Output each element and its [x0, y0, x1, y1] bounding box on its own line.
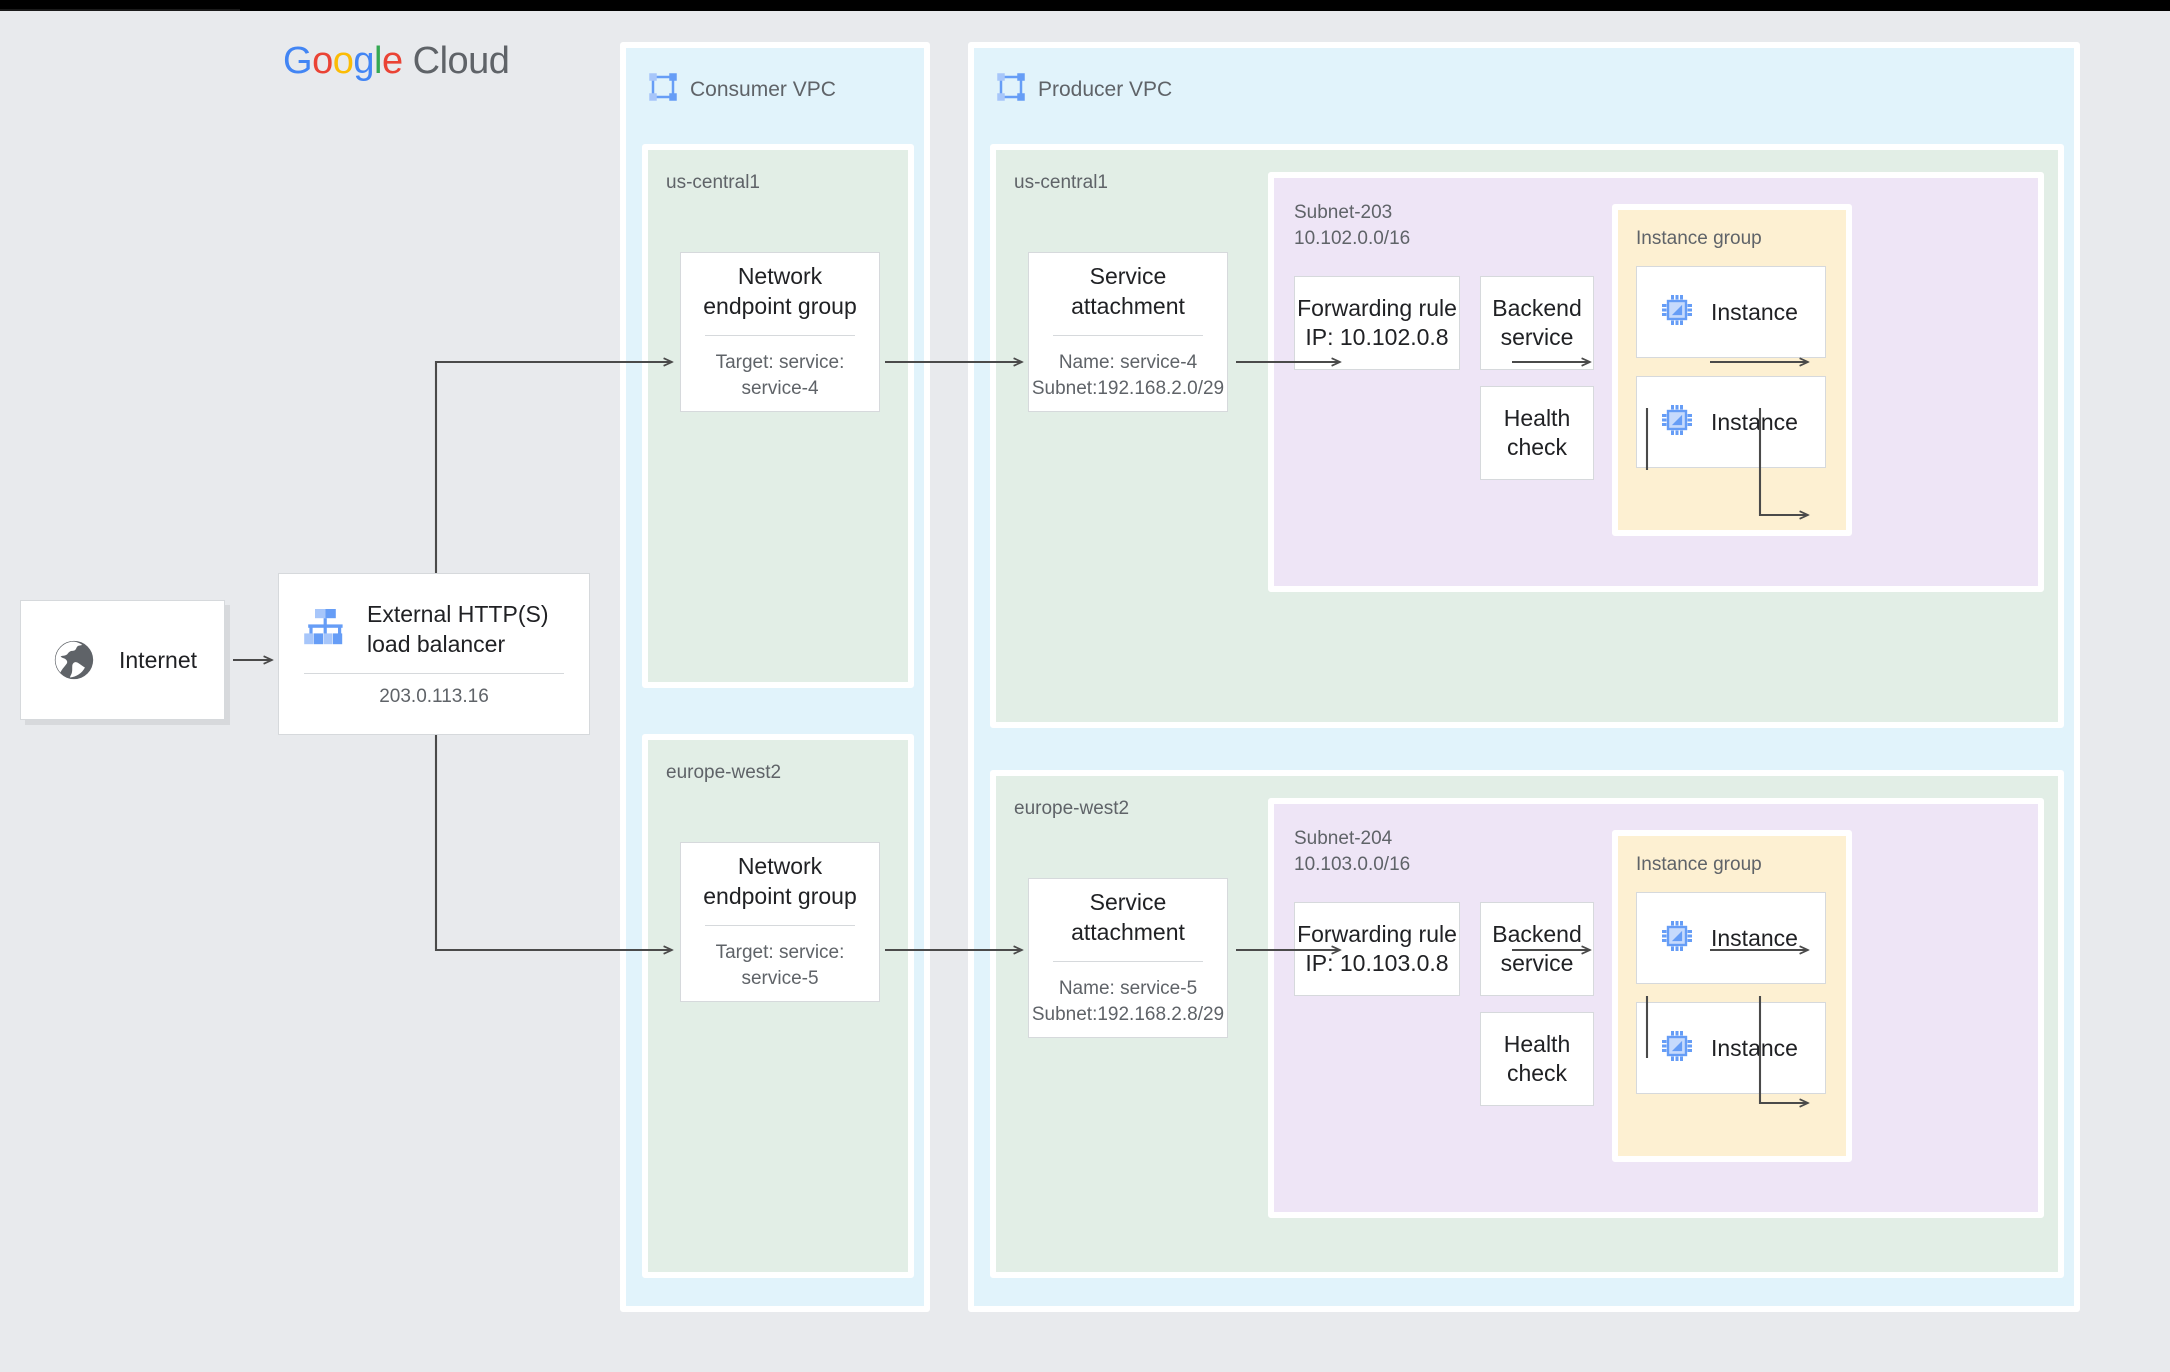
instance-2-label-europe-west2: Instance: [1711, 1034, 1798, 1061]
neg-title-europe-west2: Network endpoint group: [703, 853, 857, 909]
load-balancer-header: External HTTP(S) load balancer: [279, 600, 589, 659]
logo-letter-l: l: [373, 40, 382, 82]
vpc-icon: [996, 72, 1026, 107]
backend-service-us-central1[interactable]: Backend service: [1480, 276, 1594, 370]
logo-letter-g2: g: [353, 40, 374, 82]
consumer-region-europe-west2-label: europe-west2: [666, 762, 782, 783]
instance-group-label-europe-west2: Instance group: [1636, 854, 1762, 875]
producer-vpc-header: Producer VPC: [996, 72, 1172, 107]
consumer-region-europe-west2: europe-west2 Network endpoint group Targ…: [642, 734, 914, 1278]
producer-region-europe-west2-label: europe-west2: [1014, 798, 1130, 819]
health-check-title-europe-west2: Health check: [1503, 1030, 1571, 1086]
subnet-204-label: Subnet-204 10.103.0.0/16: [1294, 828, 1411, 875]
instance-1-label-us-central1: Instance: [1711, 298, 1798, 325]
service-attachment-divider-europe-west2: [1052, 961, 1204, 963]
health-check-us-central1[interactable]: Health check: [1480, 386, 1594, 480]
neg-title-us-central1: Network endpoint group: [703, 263, 857, 319]
instance-group-label-us-central1: Instance group: [1636, 228, 1762, 249]
forwarding-rule-title-europe-west2: Forwarding rule IP: 10.103.0.8: [1297, 920, 1457, 976]
service-attachment-sub-europe-west2: Name: service-5 Subnet:192.168.2.8/29: [1031, 978, 1225, 1025]
instance-2-us-central1[interactable]: Instance: [1636, 376, 1826, 468]
instance-group-europe-west2: Instance group: [1612, 830, 1852, 1162]
vpc-icon: [648, 72, 678, 107]
logo-letter-o1: o: [312, 40, 333, 82]
globe-icon: [51, 637, 97, 683]
service-attachment-europe-west2[interactable]: Service attachment Name: service-5 Subne…: [1028, 878, 1228, 1038]
backend-service-europe-west2[interactable]: Backend service: [1480, 902, 1594, 996]
vm-instance-icon: [1659, 292, 1695, 333]
internet-node[interactable]: Internet: [20, 600, 225, 720]
network-endpoint-group-europe-west2[interactable]: Network endpoint group Target: service: …: [680, 842, 880, 1002]
neg-target-europe-west2: Target: service: service-5: [715, 942, 845, 989]
consumer-vpc-header: Consumer VPC: [648, 72, 836, 107]
top-black-bar: [0, 0, 2170, 11]
service-attachment-title-us-central1: Service attachment: [1071, 263, 1185, 319]
instance-group-us-central1: Instance group: [1612, 204, 1852, 536]
logo-letter-o2: o: [332, 40, 354, 82]
subnet-203-label: Subnet-203 10.102.0.0/16: [1294, 202, 1411, 249]
producer-vpc-title: Producer VPC: [1038, 77, 1173, 101]
instance-1-europe-west2[interactable]: Instance: [1636, 892, 1826, 984]
top-bar-notch: [0, 9, 240, 11]
load-balancer-ip: 203.0.113.16: [379, 685, 489, 707]
internet-label: Internet: [119, 646, 197, 673]
backend-service-title-us-central1: Backend service: [1492, 294, 1582, 350]
forwarding-rule-us-central1[interactable]: Forwarding rule IP: 10.102.0.8: [1294, 276, 1460, 370]
load-balancer-title: External HTTP(S) load balancer: [367, 601, 549, 657]
google-cloud-logo: Google Cloud: [283, 40, 510, 83]
service-attachment-divider-us-central1: [1052, 335, 1204, 337]
producer-region-europe-west2: europe-west2 Service attachment Name: se…: [990, 770, 2064, 1278]
health-check-title-us-central1: Health check: [1503, 404, 1571, 460]
neg-divider-us-central1: [704, 335, 856, 337]
health-check-europe-west2[interactable]: Health check: [1480, 1012, 1594, 1106]
service-attachment-sub-us-central1: Name: service-4 Subnet:192.168.2.0/29: [1031, 352, 1225, 399]
consumer-region-us-central1: us-central1 Network endpoint group Targe…: [642, 144, 914, 688]
producer-region-us-central1-label: us-central1: [1014, 172, 1108, 193]
load-balancer-divider: [303, 672, 565, 674]
consumer-region-us-central1-label: us-central1: [666, 172, 760, 193]
instance-2-label-us-central1: Instance: [1711, 408, 1798, 435]
forwarding-rule-title-us-central1: Forwarding rule IP: 10.102.0.8: [1297, 294, 1457, 350]
network-endpoint-group-us-central1[interactable]: Network endpoint group Target: service: …: [680, 252, 880, 412]
backend-service-title-europe-west2: Backend service: [1492, 920, 1582, 976]
instance-2-europe-west2[interactable]: Instance: [1636, 1002, 1826, 1094]
neg-divider-europe-west2: [704, 925, 856, 927]
consumer-vpc-container: Consumer VPC us-central1 Network endpoin…: [620, 42, 930, 1312]
subnet-204-container: Subnet-204 10.103.0.0/16 Forwarding rule…: [1268, 798, 2044, 1218]
vm-instance-icon: [1659, 1028, 1695, 1069]
vm-instance-icon: [1659, 402, 1695, 443]
service-attachment-title-europe-west2: Service attachment: [1071, 889, 1185, 945]
logo-letter-g1: G: [283, 40, 313, 82]
neg-target-us-central1: Target: service: service-4: [715, 352, 845, 399]
load-balancer-icon: [301, 603, 349, 656]
service-attachment-us-central1[interactable]: Service attachment Name: service-4 Subne…: [1028, 252, 1228, 412]
subnet-203-container: Subnet-203 10.102.0.0/16 Forwarding rule…: [1268, 172, 2044, 592]
instance-1-label-europe-west2: Instance: [1711, 924, 1798, 951]
load-balancer-node[interactable]: External HTTP(S) load balancer 203.0.113…: [278, 573, 590, 735]
vm-instance-icon: [1659, 918, 1695, 959]
instance-1-us-central1[interactable]: Instance: [1636, 266, 1826, 358]
consumer-vpc-title: Consumer VPC: [690, 77, 836, 101]
forwarding-rule-europe-west2[interactable]: Forwarding rule IP: 10.103.0.8: [1294, 902, 1460, 996]
producer-vpc-container: Producer VPC us-central1 Service attachm…: [968, 42, 2080, 1312]
logo-letter-e: e: [381, 40, 403, 82]
producer-region-us-central1: us-central1 Service attachment Name: ser…: [990, 144, 2064, 728]
logo-word-cloud: Cloud: [402, 40, 510, 82]
